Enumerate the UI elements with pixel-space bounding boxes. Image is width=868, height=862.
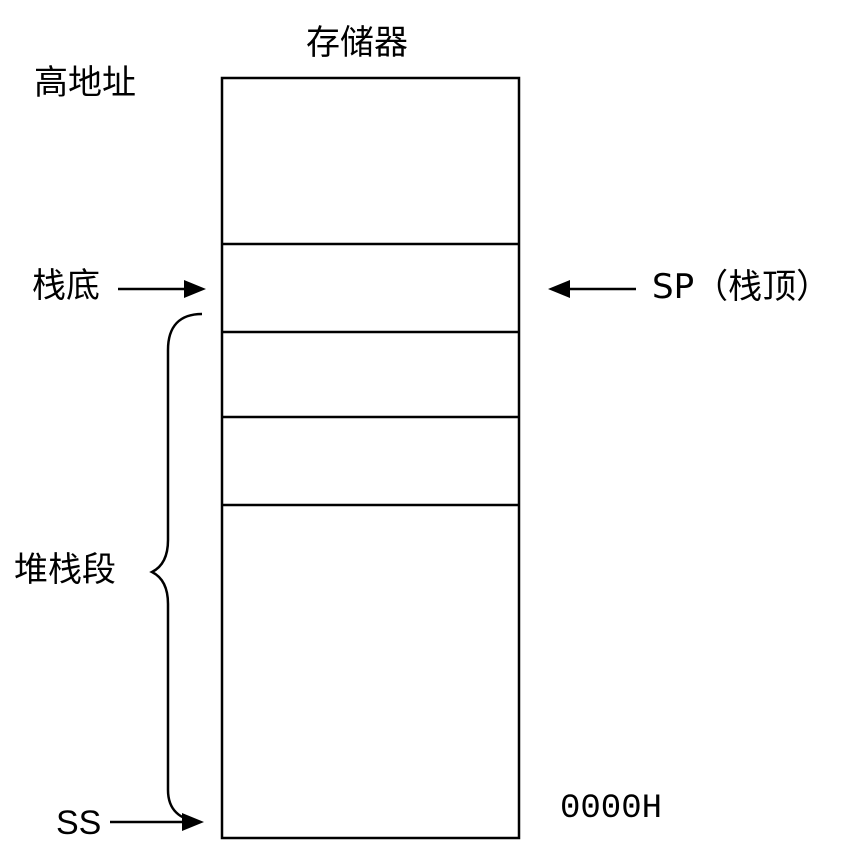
zero-address-label: 0000H xyxy=(560,790,663,828)
stack-segment-label: 堆栈段 xyxy=(14,550,116,590)
stack-bottom-arrow xyxy=(118,280,206,298)
memory-title: 存储器 xyxy=(306,23,408,63)
sp-arrow xyxy=(548,280,636,298)
stack-bottom-label: 栈底 xyxy=(32,266,100,306)
stack-segment-brace xyxy=(149,312,203,824)
ss-arrow xyxy=(110,813,204,831)
ss-label: SS xyxy=(56,804,102,842)
memory-block xyxy=(220,76,521,840)
high-address-label: 高地址 xyxy=(34,63,136,103)
sp-label: SP（栈顶） xyxy=(652,267,831,307)
